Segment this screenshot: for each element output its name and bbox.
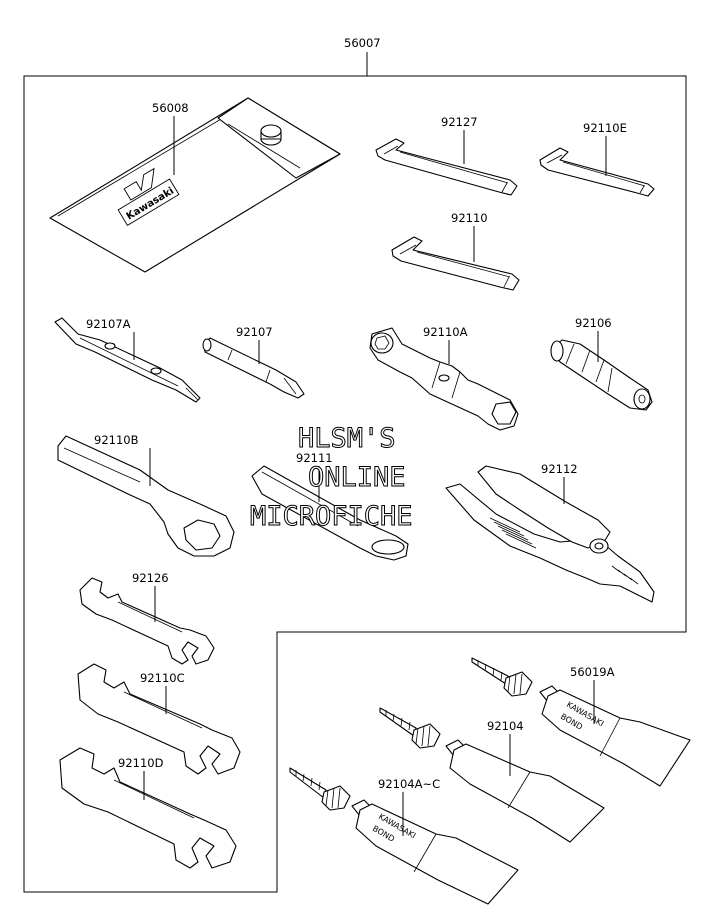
callout-92126[interactable]: 92126: [132, 571, 169, 622]
callout-92110B[interactable]: 92110B: [94, 433, 151, 486]
screwdriver-92107A[interactable]: [54, 317, 201, 403]
callout-92110[interactable]: 92110: [451, 211, 488, 262]
part-label-92104: 92104: [487, 719, 524, 733]
part-label-92106: 92106: [575, 316, 612, 330]
part-label-92107: 92107: [236, 325, 273, 339]
watermark: HLSM'S ONLINE MICROFICHE: [250, 423, 414, 533]
bond-tube-92104[interactable]: [379, 707, 605, 843]
bond-tube-56019A[interactable]: KAWASAKI BOND: [471, 657, 691, 787]
callout-92110C[interactable]: 92110C: [140, 671, 185, 714]
part-label-56008: 56008: [152, 101, 189, 115]
handle-bar-92111[interactable]: [251, 465, 409, 561]
pliers-92112[interactable]: [445, 465, 655, 603]
part-label-92107A: 92107A: [86, 317, 131, 331]
watermark-line-3: MICROFICHE: [250, 501, 413, 532]
open-wrench-92110D[interactable]: [59, 747, 237, 869]
kit-frame: [23, 75, 687, 893]
callout-92112[interactable]: 92112: [541, 462, 578, 504]
part-label-92126: 92126: [132, 571, 169, 585]
screwdriver-bit-92107[interactable]: [202, 337, 305, 399]
part-label-92110: 92110: [451, 211, 488, 225]
callout-92110D[interactable]: 92110D: [118, 756, 164, 800]
part-label-92110A: 92110A: [423, 325, 468, 339]
hex-wrench-92110E[interactable]: [539, 147, 655, 197]
callout-92104[interactable]: 92104: [487, 719, 524, 776]
part-label-92110E: 92110E: [583, 121, 627, 135]
callout-56007[interactable]: 56007: [344, 36, 381, 76]
callout-92110A[interactable]: 92110A: [423, 325, 468, 364]
ring-wrench-92110B[interactable]: [57, 435, 235, 557]
hex-wrench-92110[interactable]: [391, 236, 520, 291]
callout-92106[interactable]: 92106: [575, 316, 612, 362]
watermark-line-1: HLSM'S: [298, 423, 396, 454]
part-label-92112: 92112: [541, 462, 578, 476]
callout-92111[interactable]: 92111: [296, 451, 333, 502]
part-label-56019A: 56019A: [570, 665, 615, 679]
part-label-56007: 56007: [344, 36, 381, 50]
part-label-92110C: 92110C: [140, 671, 185, 685]
part-label-92110B: 92110B: [94, 433, 139, 447]
callout-92110E[interactable]: 92110E: [583, 121, 627, 176]
callout-92107[interactable]: 92107: [236, 325, 273, 364]
hex-wrench-92127[interactable]: [375, 138, 518, 196]
callout-92107A[interactable]: 92107A: [86, 317, 135, 360]
part-label-92111: 92111: [296, 451, 333, 465]
callout-56008[interactable]: 56008: [152, 101, 189, 175]
callout-92127[interactable]: 92127: [441, 115, 478, 164]
callout-92104A-C[interactable]: 92104A~C: [378, 777, 440, 836]
open-wrench-92126[interactable]: [79, 577, 215, 665]
part-label-92127: 92127: [441, 115, 478, 129]
open-wrench-92110C[interactable]: [77, 663, 241, 775]
box-wrench-92110A[interactable]: [369, 327, 519, 431]
extension-handle-92106[interactable]: [550, 339, 653, 411]
tool-pouch[interactable]: Kawasaki: [49, 97, 341, 273]
watermark-line-2: ONLINE: [308, 462, 406, 493]
bond-tube-92104A-C[interactable]: KAWASAKI BOND: [289, 767, 519, 905]
part-label-92104A-C: 92104A~C: [378, 777, 440, 791]
callout-56019A[interactable]: 56019A: [570, 665, 615, 724]
part-label-92110D: 92110D: [118, 756, 164, 770]
